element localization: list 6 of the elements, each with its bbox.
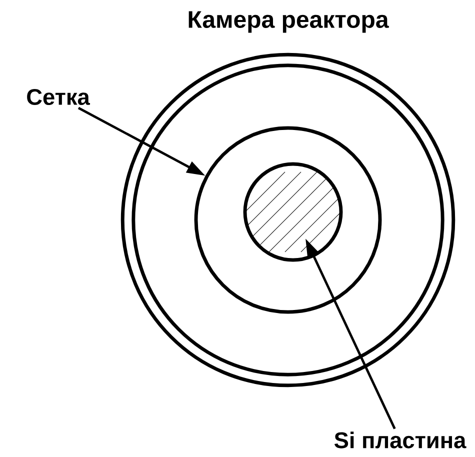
callout-text: Si пластина: [334, 432, 466, 448]
wafer-circle: [243, 162, 343, 262]
grid-circle: [194, 126, 382, 314]
chamber-title: Камера реактора: [188, 11, 389, 33]
reactor-chamber: [120, 52, 456, 388]
callout-text: Сетка: [27, 88, 90, 106]
